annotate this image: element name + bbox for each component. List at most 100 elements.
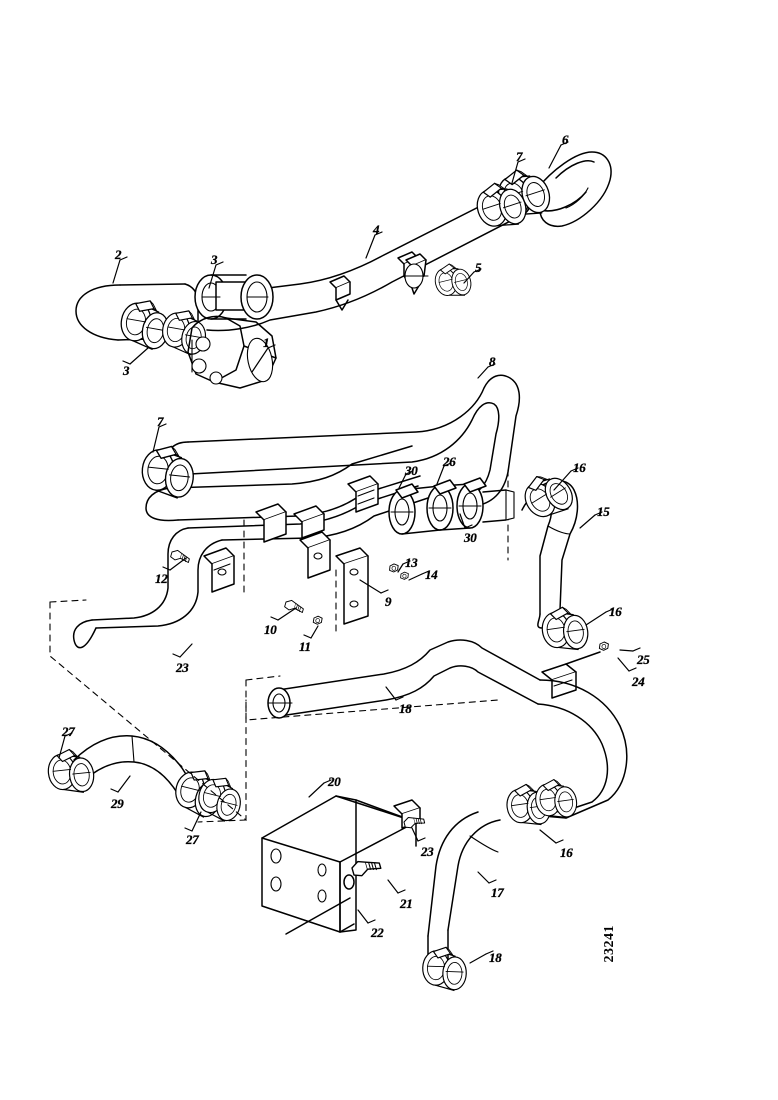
bracket-24 xyxy=(541,651,601,699)
callout-6: 6 xyxy=(562,132,569,147)
callout-8: 8 xyxy=(489,354,496,369)
callout-14: 14 xyxy=(425,567,438,582)
hose-part-17-loop xyxy=(427,679,628,963)
leader-flag-13 xyxy=(402,560,411,565)
leader-flag-18 xyxy=(485,950,494,955)
leader-flag-17 xyxy=(488,879,497,884)
leader-9 xyxy=(359,579,382,594)
leader-flag-12 xyxy=(162,566,171,571)
clamp-16-lower xyxy=(538,603,591,655)
callout-13: 13 xyxy=(405,555,418,570)
callout-15: 15 xyxy=(597,504,610,519)
leader-flag-29 xyxy=(110,788,119,793)
leader-16 xyxy=(553,470,572,491)
callout-10: 10 xyxy=(264,622,277,637)
callout-23: 23 xyxy=(176,660,189,675)
leader-16 xyxy=(539,829,557,844)
leader-16 xyxy=(585,611,607,626)
leader-flag-30 xyxy=(405,470,414,475)
leader-7 xyxy=(511,161,519,184)
clamp-27-left xyxy=(45,746,96,797)
callout-30: 30 xyxy=(405,463,418,478)
drawing-number: 23241 xyxy=(602,925,617,963)
callout-25: 25 xyxy=(637,652,650,667)
bolt-10 xyxy=(283,598,306,615)
leader-flag-21 xyxy=(397,889,406,894)
leader-flag-15 xyxy=(594,511,603,516)
leader-6 xyxy=(548,144,562,169)
callout-16: 16 xyxy=(609,604,622,619)
leader-18 xyxy=(469,953,487,964)
leader-flag-2 xyxy=(119,256,128,261)
callout-20: 20 xyxy=(328,774,341,789)
connector-26-30 xyxy=(388,477,515,535)
leader-20 xyxy=(308,782,325,798)
leader-flag-7 xyxy=(158,423,167,428)
callout-2: 2 xyxy=(115,247,122,262)
hose-part-6 xyxy=(535,151,612,228)
leader-flag-8 xyxy=(487,363,496,368)
leader-13 xyxy=(397,563,404,573)
leader-8 xyxy=(477,366,489,379)
leader-25 xyxy=(619,649,634,652)
callout-leader-lines xyxy=(58,141,641,964)
leader-23 xyxy=(411,827,419,842)
leader-flag-27 xyxy=(64,732,73,737)
nut-14 xyxy=(400,571,409,581)
leader-3 xyxy=(208,264,217,289)
leader-flag-24 xyxy=(628,667,637,672)
callout-21: 21 xyxy=(400,896,413,911)
nut-11 xyxy=(312,615,323,626)
leader-flag-26 xyxy=(443,462,452,467)
leader-2 xyxy=(112,259,121,284)
leader-flag-23 xyxy=(417,837,426,842)
callout-18: 18 xyxy=(489,950,502,965)
leader-26 xyxy=(436,465,445,485)
leader-15 xyxy=(579,514,596,529)
callout-24: 24 xyxy=(632,674,645,689)
leader-flag-7 xyxy=(517,158,526,163)
leader-21 xyxy=(387,879,399,894)
callout-12: 12 xyxy=(155,571,168,586)
leader-22 xyxy=(357,909,369,924)
leader-29 xyxy=(117,775,131,793)
callout-4: 4 xyxy=(373,222,380,237)
callout-7: 7 xyxy=(516,149,523,164)
leader-4 xyxy=(365,234,376,259)
leader-flag-22 xyxy=(367,919,376,924)
leader-flag-6 xyxy=(560,141,569,146)
leader-flag-30 xyxy=(464,524,473,529)
callout-17: 17 xyxy=(491,885,504,900)
leader-flag-23 xyxy=(172,653,181,658)
leader-flag-3 xyxy=(215,261,224,266)
leader-11 xyxy=(310,625,319,639)
leader-18 xyxy=(385,686,397,701)
callout-18: 18 xyxy=(399,701,412,716)
callout-26: 26 xyxy=(443,454,456,469)
leader-flag-16 xyxy=(605,608,614,613)
leader-flag-20 xyxy=(323,779,332,784)
leader-flag-16 xyxy=(555,839,564,844)
callout-27: 27 xyxy=(62,724,75,739)
callout-5: 5 xyxy=(475,260,482,275)
callout-16: 16 xyxy=(573,460,586,475)
connector-part-3 xyxy=(194,274,274,320)
nut-13 xyxy=(388,563,399,573)
callout-30: 30 xyxy=(464,530,477,545)
hose-part-29 xyxy=(73,735,197,807)
callout-9: 9 xyxy=(385,594,392,609)
leader-1 xyxy=(251,347,269,373)
leader-flag-3 xyxy=(122,360,131,365)
callout-16: 16 xyxy=(560,845,573,860)
leader-17 xyxy=(477,871,490,884)
leader-flag-11 xyxy=(303,634,312,639)
leader-3 xyxy=(129,347,149,365)
bracket-part-20 xyxy=(261,795,421,935)
leader-flag-18 xyxy=(395,696,404,701)
leader-7 xyxy=(152,426,160,453)
callout-11: 11 xyxy=(299,639,311,654)
leader-5 xyxy=(463,271,475,284)
callout-3: 3 xyxy=(211,252,218,267)
